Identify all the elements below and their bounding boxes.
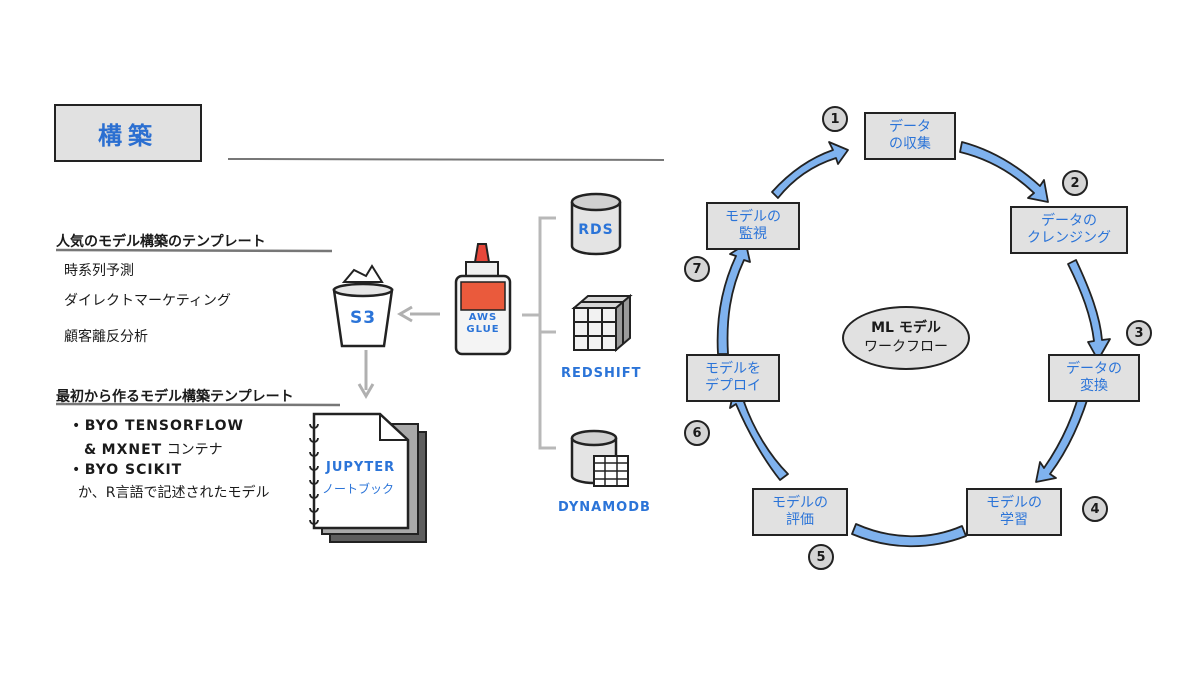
step-number-badge: 2 <box>1062 170 1088 196</box>
sources-bracket <box>522 216 556 450</box>
arrow-s3-to-notebook <box>357 350 375 399</box>
step-deploy-line1: モデルを <box>705 361 761 377</box>
step-cleanse-line1: データの <box>1041 213 1097 229</box>
center-line2: ワークフロー <box>864 339 948 355</box>
custom-item-scikit-text: BYO SCIKIT <box>84 462 183 478</box>
ml-workflow-center: ML モデル ワークフロー <box>842 306 970 370</box>
redshift-label: REDSHIFT <box>561 366 642 381</box>
builtin-item-marketing: ダイレクトマーケティング <box>64 293 231 309</box>
step-number-badge: 7 <box>684 256 710 282</box>
rds-label: RDS <box>578 222 614 238</box>
section-header: 構築 <box>54 104 202 162</box>
custom-item-mxnet: & MXNET コンテナ <box>84 439 223 459</box>
center-line1: ML モデル <box>871 320 941 336</box>
dynamodb-table-icon <box>570 429 629 487</box>
custom-underline <box>55 402 341 407</box>
custom-templates-heading: 最初から作るモデル構築テンプレート <box>56 389 294 405</box>
step-number-badge: 1 <box>822 106 848 132</box>
builtin-item-churn: 顧客離反分析 <box>64 329 148 345</box>
builtin-templates-heading: 人気のモデル構築のテンプレート <box>56 234 266 250</box>
workflow-step-deploy: モデルを デプロイ <box>686 354 780 402</box>
custom-item-mxnet-caps: MXNET <box>101 442 163 458</box>
step-collect-line2: の収集 <box>889 136 931 152</box>
notebook-label: ノートブック <box>322 482 395 496</box>
workflow-step-train: モデルの 学習 <box>966 488 1062 536</box>
custom-item-mxnet-amp: & <box>84 442 98 458</box>
step-evaluate-line1: モデルの <box>772 495 828 511</box>
arrow-glue-to-s3 <box>397 305 440 323</box>
jupyter-notebook-icon <box>309 412 427 543</box>
custom-item-r-models: か、R言語で記述されたモデル <box>78 485 270 501</box>
bullet-dot: • <box>72 418 85 434</box>
header-divider <box>227 158 665 161</box>
custom-item-tensorflow-text: BYO TENSORFLOW <box>84 418 244 434</box>
rds-database-icon <box>570 192 622 256</box>
dynamodb-label: DYNAMODB <box>558 500 651 515</box>
glue-label-line1: AWS <box>468 312 498 323</box>
step-evaluate-line2: 評価 <box>786 512 814 528</box>
workflow-step-transform: データの 変換 <box>1048 354 1140 402</box>
section-header-title: 構築 <box>98 121 158 150</box>
builtin-underline <box>55 248 333 253</box>
glue-bottle-icon <box>454 243 512 356</box>
step-transform-line2: 変換 <box>1080 378 1108 394</box>
step-deploy-line2: デプロイ <box>705 378 761 394</box>
workflow-step-evaluate: モデルの 評価 <box>752 488 848 536</box>
step-monitor-line2: 監視 <box>739 226 767 242</box>
step-transform-line1: データの <box>1066 361 1122 377</box>
step-number-badge: 3 <box>1126 320 1152 346</box>
jupyter-label: JUPYTER <box>326 460 396 475</box>
s3-label: S3 <box>350 308 377 328</box>
custom-item-mxnet-rest: コンテナ <box>166 442 223 458</box>
bullet-dot: • <box>72 462 85 478</box>
step-monitor-line1: モデルの <box>725 209 781 225</box>
redshift-cube-icon <box>571 293 633 353</box>
glue-label-line2: GLUE <box>466 324 500 335</box>
workflow-step-monitor: モデルの 監視 <box>706 202 800 250</box>
custom-item-tensorflow: • BYO TENSORFLOW <box>72 418 244 434</box>
step-collect-line1: データ <box>889 119 931 135</box>
step-cleanse-line2: クレンジング <box>1027 230 1111 246</box>
workflow-step-collect: データ の収集 <box>864 112 956 160</box>
s3-bucket-icon <box>332 264 394 348</box>
step-number-badge: 6 <box>684 420 710 446</box>
step-number-badge: 5 <box>808 544 834 570</box>
step-train-line2: 学習 <box>1000 512 1028 528</box>
builtin-item-forecast: 時系列予測 <box>64 263 134 279</box>
step-number-badge: 4 <box>1082 496 1108 522</box>
workflow-step-cleanse: データの クレンジング <box>1010 206 1128 254</box>
step-train-line1: モデルの <box>986 495 1042 511</box>
custom-item-scikit: • BYO SCIKIT <box>72 462 182 478</box>
